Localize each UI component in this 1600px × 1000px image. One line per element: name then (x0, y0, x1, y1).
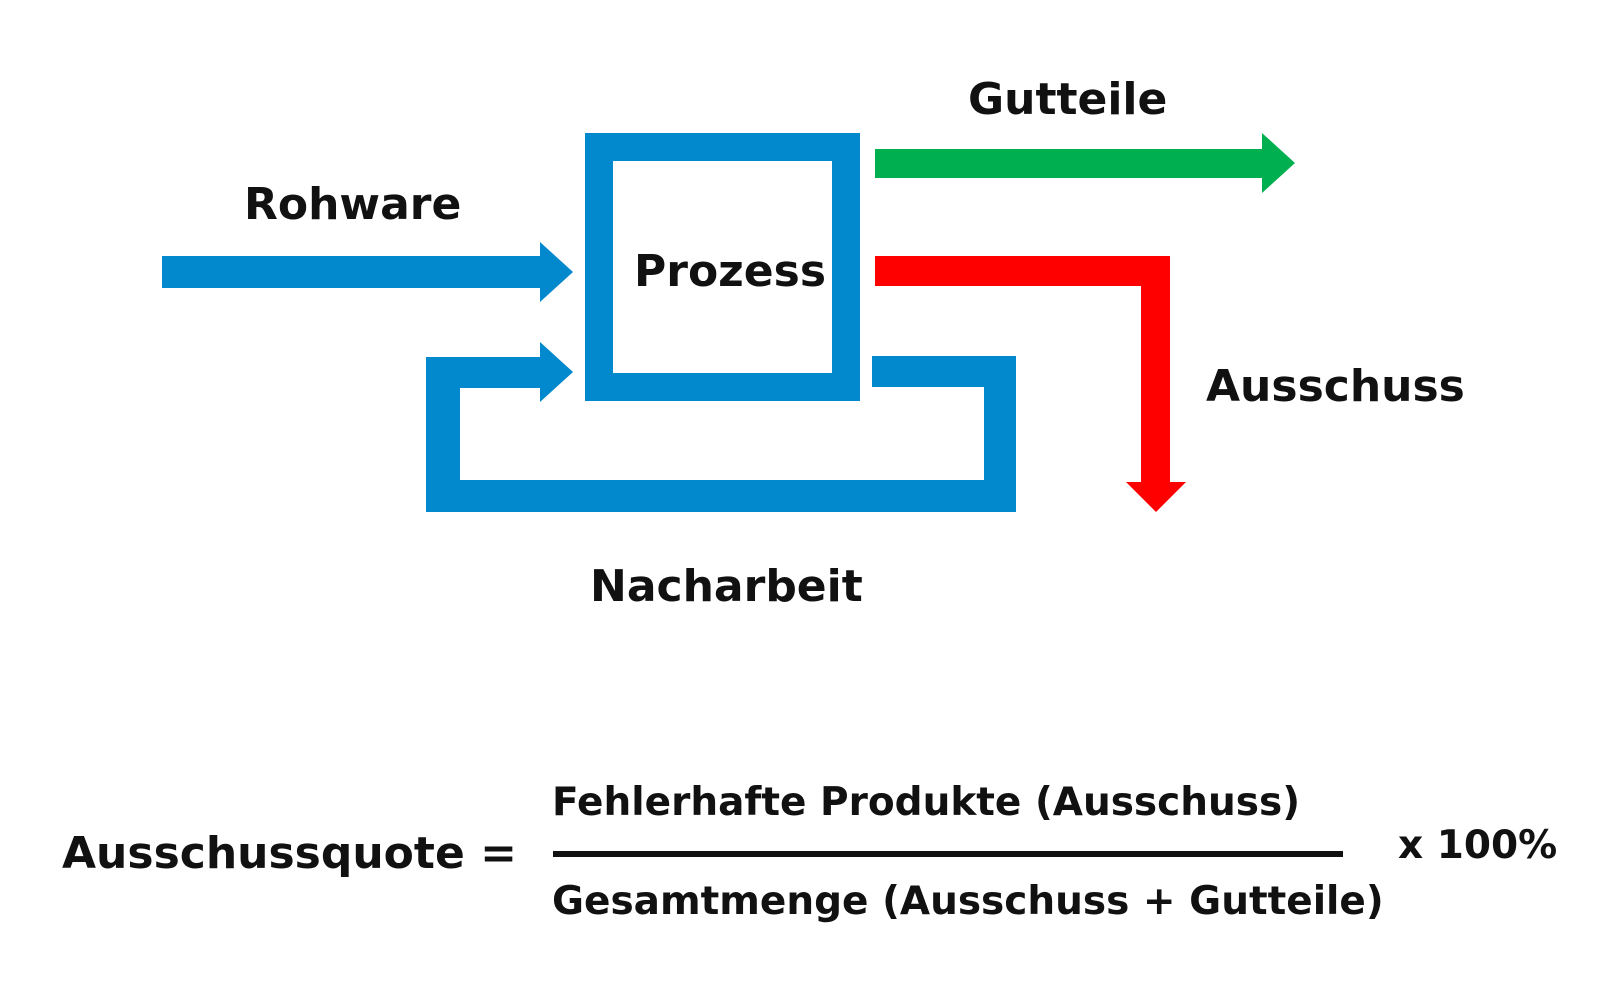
formula-numerator: Fehlerhafte Produkte (Ausschuss) (552, 780, 1301, 825)
formula-denominator: Gesamtmenge (Ausschuss + Gutteile) (552, 879, 1384, 924)
rework-label: Nacharbeit (590, 561, 863, 612)
good-output-label: Gutteile (968, 74, 1168, 125)
input-label: Rohware (244, 179, 462, 230)
process-box (585, 133, 860, 401)
scrap-output-label: Ausschuss (1206, 361, 1465, 412)
good-output-arrow (875, 133, 1295, 193)
formula-lhs: Ausschussquote = (62, 828, 517, 879)
scrap-output-arrow (875, 256, 1186, 512)
input-arrow (162, 242, 573, 302)
rework-arrow (426, 342, 1016, 512)
fraction-bar (553, 851, 1343, 857)
formula-multiplier: x 100% (1398, 823, 1558, 868)
process-label: Prozess (634, 246, 827, 297)
